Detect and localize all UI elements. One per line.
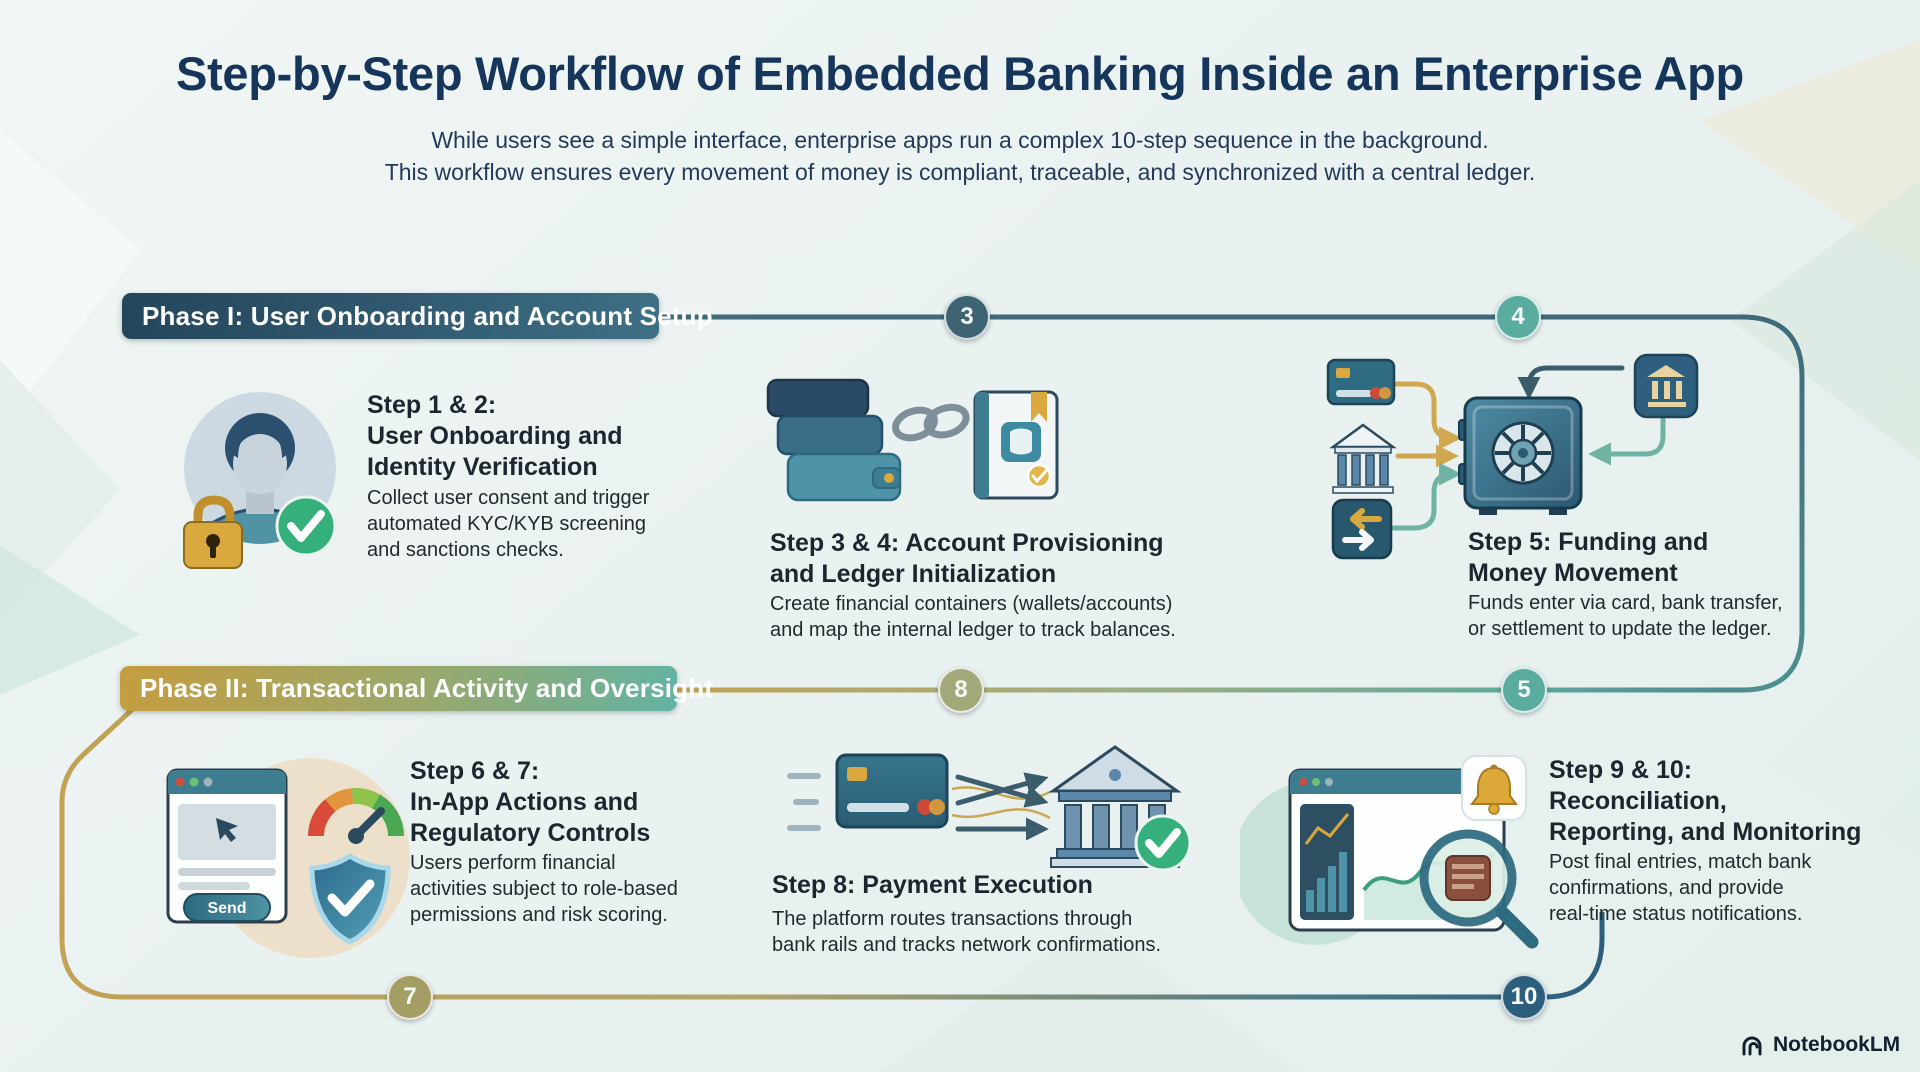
phase-2-banner: Phase II: Transactional Activity and Ove… xyxy=(120,666,713,711)
inapp-controls-icon: Send xyxy=(166,758,410,958)
cursor-icon xyxy=(216,818,238,842)
bank-building-small-icon xyxy=(1329,423,1397,494)
step-3-4-body: Create financial containers (wallets/acc… xyxy=(770,593,1176,641)
payment-card-icon xyxy=(835,753,949,829)
send-button xyxy=(183,893,271,922)
app-window-mock: Send xyxy=(166,768,288,924)
transfer-arrows-icon xyxy=(1331,498,1393,560)
speed-lines-icon xyxy=(787,773,821,831)
step-8-body: The platform routes transactions through… xyxy=(772,908,1162,956)
notebooklm-watermark: NotebookLM xyxy=(1740,1032,1900,1058)
send-button-label: Send xyxy=(207,900,246,917)
step-marker-4: 4 xyxy=(1495,294,1541,340)
credit-card-icon xyxy=(1326,358,1396,406)
step-6-7-body: Users perform financial activities subje… xyxy=(410,852,678,926)
avatar-neck xyxy=(246,492,274,514)
notebooklm-label: NotebookLM xyxy=(1773,1033,1901,1056)
page-subtitle: While users see a simple interface, ente… xyxy=(0,124,1920,188)
step-marker-7: 7 xyxy=(387,974,433,1020)
vault-icon xyxy=(1458,396,1583,515)
step-8-title: Step 8: Payment Execution xyxy=(772,871,1093,899)
step-9-10-body: Post final entries, match bank confirmat… xyxy=(1549,851,1812,925)
step-marker-8: 8 xyxy=(938,667,984,713)
payment-execution-icon xyxy=(787,745,1192,872)
user-identity-icon xyxy=(183,392,337,569)
page-title: Step-by-Step Workflow of Embedded Bankin… xyxy=(176,47,1744,100)
subtitle-line-2: This workflow ensures every movement of … xyxy=(384,159,1536,185)
wallet-stack-icon xyxy=(766,378,902,502)
avatar-face xyxy=(233,434,287,494)
step-5-body: Funds enter via card, bank transfer, or … xyxy=(1468,592,1783,640)
step-1-2-body: Collect user consent and trigger automat… xyxy=(367,487,650,561)
wallets-ledger-icon xyxy=(766,378,1059,502)
step-marker-3: 3 xyxy=(944,294,990,340)
step-9-10-title: Step 9 & 10: Reconciliation, Reporting, … xyxy=(1549,756,1862,846)
step-5-title: Step 5: Funding and Money Movement xyxy=(1468,528,1709,587)
bank-building-large-icon xyxy=(1048,745,1182,868)
padlock-icon xyxy=(183,495,243,569)
bank-badge-icon xyxy=(1633,353,1699,419)
step-marker-5: 5 xyxy=(1501,667,1547,713)
shield-check-icon xyxy=(309,852,391,945)
step-marker-10: 10 xyxy=(1501,974,1547,1020)
ledger-book-icon xyxy=(973,390,1059,500)
audit-magnifier-icon xyxy=(1419,829,1539,949)
chain-link-icon xyxy=(892,403,970,442)
avatar-fringe xyxy=(232,420,288,458)
verified-check-icon xyxy=(275,495,337,557)
step-6-7-title: Step 6 & 7: In-App Actions and Regulator… xyxy=(410,757,651,847)
notification-bell-icon xyxy=(1461,755,1527,821)
step-1-2-title: Step 1 & 2: User Onboarding and Identity… xyxy=(367,391,623,481)
funding-cluster-icon xyxy=(1326,353,1699,560)
notebooklm-logo-icon xyxy=(1742,1036,1762,1056)
subtitle-line-1: While users see a simple interface, ente… xyxy=(431,127,1489,153)
reporting-monitoring-icon xyxy=(1240,755,1539,949)
step-3-4-title: Step 3 & 4: Account Provisioning and Led… xyxy=(770,529,1164,588)
phase-1-banner: Phase I: User Onboarding and Account Set… xyxy=(122,293,713,339)
payment-check-icon xyxy=(1134,814,1192,872)
risk-gauge-icon xyxy=(308,788,404,844)
